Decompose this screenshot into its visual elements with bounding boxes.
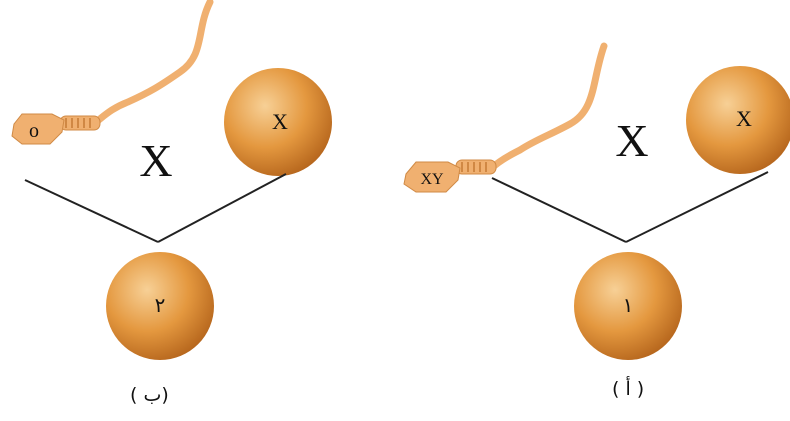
join-line-right-b [157,173,287,243]
egg-label-a: X [736,106,752,131]
sperm-midpiece-a [455,159,497,175]
sperm-head-a [403,161,461,193]
egg-cell-b [224,68,332,176]
cross-symbol-a: X [615,115,648,166]
sperm-tail-a [488,42,608,172]
sperm-label-b: o [29,120,39,142]
caption-a: ( أ ) [612,378,645,400]
sperm-midpiece-b [59,115,101,131]
egg-label-b: X [272,109,288,134]
cross-symbol-b: X [139,135,172,186]
join-line-left-b [24,179,159,243]
sperm-tail-b [92,0,214,126]
join-line-left-a [491,177,627,243]
sperm-label-a: XY [420,171,444,188]
caption-b: (ب ) [130,384,169,406]
join-line-right-a [625,171,769,243]
sperm-head-b [11,113,65,145]
panel-b: o X X ٢ [11,0,332,360]
egg-cell-a [686,66,790,174]
zygote-cell-a [574,252,682,360]
zygote-cell-b [106,252,214,360]
zygote-label-b: ٢ [155,295,166,317]
zygote-label-a: ١ [623,295,634,317]
panel-a: XY X X ١ [403,42,790,360]
